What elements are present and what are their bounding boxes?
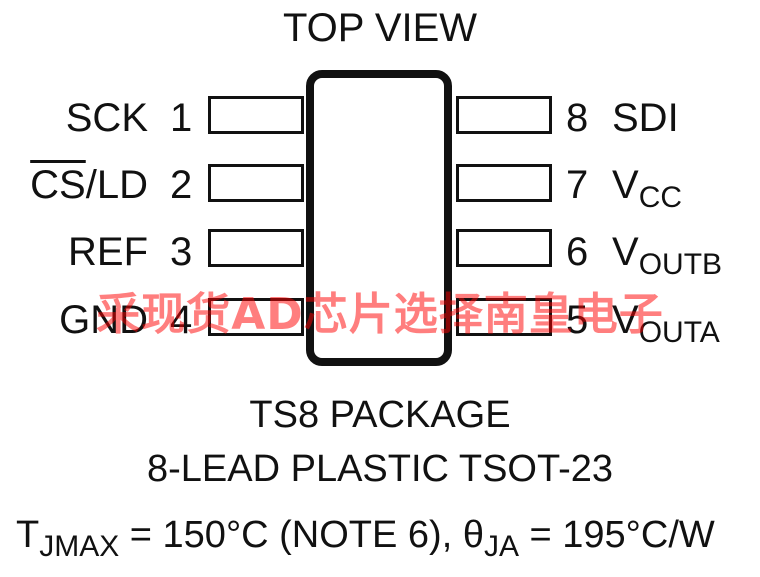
theta-symbol: θ [462, 514, 484, 556]
pin-6-name-sub: OUTB [638, 248, 723, 281]
pin-1-name: SCK [65, 96, 148, 140]
tj-value: = 150°C (NOTE 6), [119, 514, 463, 556]
pin-6-name-main: V [612, 230, 639, 274]
pin-3-lead [208, 229, 304, 267]
pin-2-number: 2 [170, 163, 193, 207]
pin-4-number: 4 [170, 298, 193, 342]
package-description: 8-LEAD PLASTIC TSOT-23 [146, 448, 614, 490]
pin-6-name: VOUTB [612, 230, 722, 280]
theta-subscript: JA [483, 530, 519, 563]
pin-7-number: 7 [566, 163, 589, 207]
pin-1-number: 1 [170, 96, 193, 140]
pin-7-lead [456, 164, 552, 202]
diagram-title: TOP VIEW [282, 6, 478, 50]
pin-4-name: GND [59, 298, 148, 342]
pin-2-name-overline: CS [30, 163, 86, 207]
pin-5-name: VOUTA [612, 298, 720, 348]
tj-symbol: T [16, 514, 40, 556]
pin-2-name-rest: /LD [85, 163, 148, 207]
pin-7-name: VCC [612, 163, 682, 213]
watermark-text: 采现货AD芯片选择南皇电子 [96, 289, 664, 340]
theta-value: = 195°C/W [518, 514, 715, 556]
package-name: TS8 PACKAGE [249, 394, 511, 436]
pin-8-number: 8 [566, 96, 589, 140]
pin-7-name-main: V [612, 163, 639, 207]
pin-8-name-main: SDI [612, 96, 679, 140]
tj-subscript: JMAX [39, 530, 120, 563]
pin-5-name-main: V [612, 298, 639, 342]
pin-2-name: CS/LD [30, 165, 148, 205]
ic-package-body [306, 70, 452, 366]
thermal-spec: TJMAX = 150°C (NOTE 6), θJA = 195°C/W [16, 514, 715, 562]
pin-4-lead [208, 298, 304, 336]
pin-3-name: REF [68, 230, 148, 274]
pin-5-name-sub: OUTA [638, 316, 720, 349]
pin-6-number: 6 [566, 230, 589, 274]
pin-2-lead [208, 164, 304, 202]
pin-7-name-sub: CC [638, 181, 683, 214]
pin-5-lead [456, 298, 552, 336]
pin-5-number: 5 [566, 298, 589, 342]
pin-6-lead [456, 229, 552, 267]
pin-3-number: 3 [170, 230, 193, 274]
pin-1-lead [208, 96, 304, 134]
pin-8-name: SDI [612, 98, 679, 138]
pin-8-lead [456, 96, 552, 134]
